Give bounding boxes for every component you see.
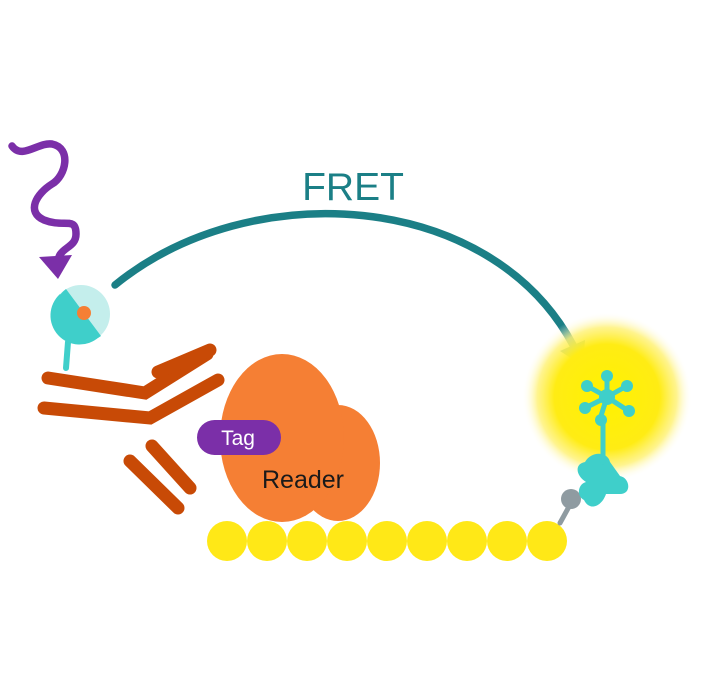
antibody — [37, 343, 225, 515]
tag-badge — [197, 420, 281, 455]
bead — [447, 521, 487, 561]
fret-label: FRET — [302, 166, 404, 209]
reader-protein — [220, 354, 380, 522]
acceptor-fluorophore — [579, 370, 635, 465]
bead — [487, 521, 527, 561]
bead — [207, 521, 247, 561]
acceptor-linker — [557, 489, 581, 526]
bead — [527, 521, 567, 561]
bead — [247, 521, 287, 561]
fret-arrow — [111, 209, 585, 366]
bead — [367, 521, 407, 561]
donor-fluorophore — [50, 285, 110, 371]
excitation-light-icon — [8, 140, 80, 279]
acceptor-binder — [577, 453, 629, 507]
reader-label: Reader — [262, 466, 344, 494]
bead — [287, 521, 327, 561]
tag-label: Tag — [221, 427, 255, 450]
bead-chain — [207, 521, 567, 561]
bead — [327, 521, 367, 561]
bead — [407, 521, 447, 561]
